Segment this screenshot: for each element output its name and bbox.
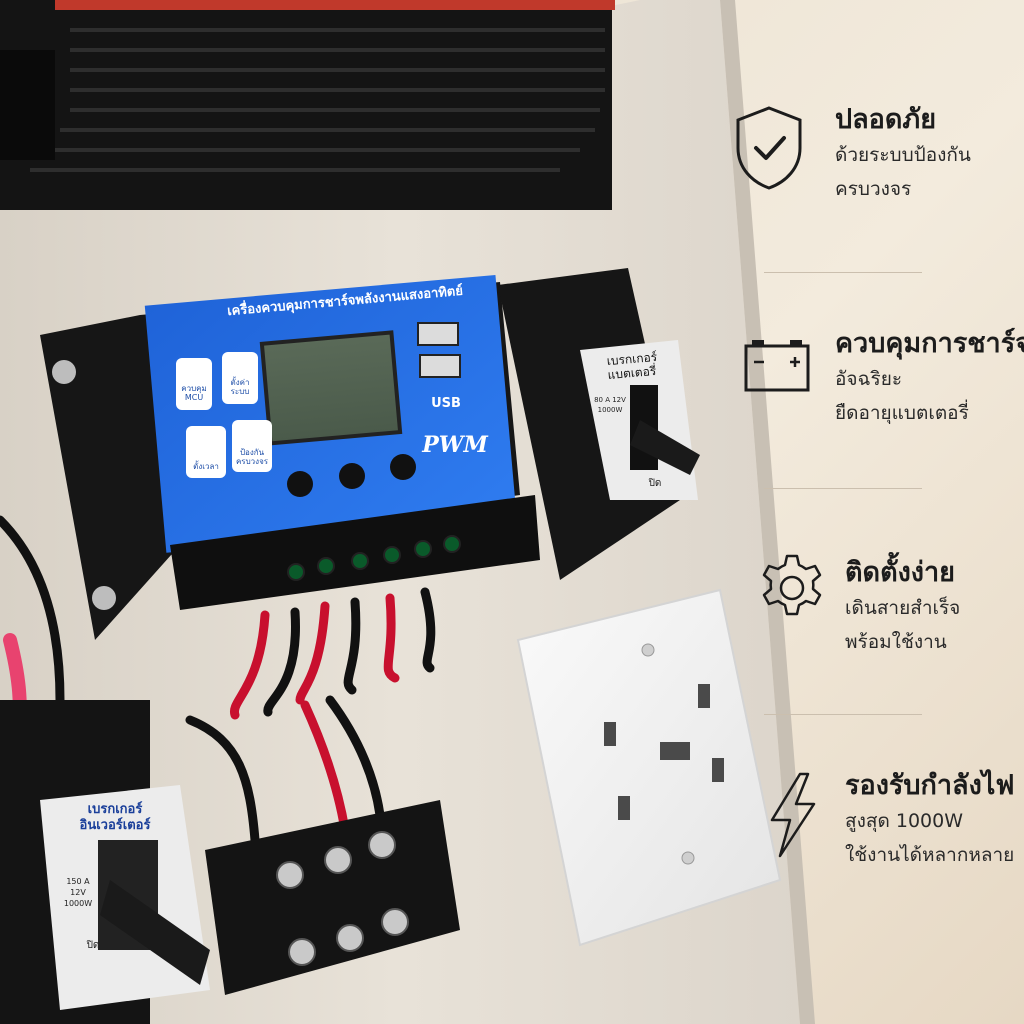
inverter-breaker-off: ปิด xyxy=(86,940,100,951)
setting-button-label: ตั้งค่า ระบบ xyxy=(230,378,250,396)
feature-line: ยืดอายุแบตเตอรี่ xyxy=(835,402,969,424)
feature-title: ควบคุมการชาร์จ xyxy=(835,328,1024,359)
feature-line: สูงสุด 1000W xyxy=(845,810,963,832)
terminal-block xyxy=(205,800,460,995)
feature-line: อัจฉริยะ xyxy=(835,368,903,390)
feature-power-support: รองรับกำลังไฟ สูงสุด 1000W ใช้งานได้หลาก… xyxy=(845,768,1014,872)
wall-socket xyxy=(516,588,782,947)
feature-easy-install: ติดตั้งง่าย เดินสายสำเร็จ พร้อมใช้งาน xyxy=(845,555,960,659)
battery-breaker xyxy=(498,268,700,580)
feature-title: รองรับกำลังไฟ xyxy=(845,770,1015,801)
inverter-breaker-spec: 150 A 12V 1000W xyxy=(63,877,93,908)
charge-controller xyxy=(40,275,540,640)
timer-button-label: ตั้งเวลา xyxy=(193,462,219,471)
gear-icon xyxy=(756,552,828,628)
mcu-button-label: ควบคุม MCU xyxy=(181,384,207,402)
shield-check-icon xyxy=(732,104,806,196)
inverter-breaker xyxy=(0,700,210,1024)
feature-line: ด้วยระบบป้องกัน xyxy=(835,144,971,166)
divider xyxy=(764,714,922,715)
feature-line: ใช้งานได้หลากหลาย xyxy=(845,844,1015,866)
usb-label: USB xyxy=(431,396,461,411)
divider xyxy=(764,272,922,273)
divider xyxy=(764,488,922,489)
feature-title: ติดตั้งง่าย xyxy=(845,557,955,588)
battery-breaker-spec: 80 A 12V 1000W xyxy=(594,396,626,414)
protect-button-label: ป้องกัน ครบวงจร xyxy=(235,448,269,466)
battery-icon xyxy=(742,336,812,400)
feature-line: พร้อมใช้งาน xyxy=(845,631,947,653)
feature-charge-control: ควบคุมการชาร์จ อัจฉริยะ ยืดอายุแบตเตอรี่ xyxy=(835,326,1024,430)
feature-safety: ปลอดภัย ด้วยระบบป้องกัน ครบวงจร xyxy=(835,102,971,206)
feature-line: ครบวงจร xyxy=(835,178,912,200)
inverter-breaker-title-2: อินเวอร์เตอร์ xyxy=(79,818,151,833)
pwm-label: PWM xyxy=(422,432,488,458)
lightning-icon xyxy=(764,770,822,864)
inverter xyxy=(0,0,615,210)
feature-title: ปลอดภัย xyxy=(835,104,937,135)
inverter-breaker-title-1: เบรกเกอร์ xyxy=(87,802,143,817)
battery-breaker-off: ปิด xyxy=(648,478,662,489)
feature-line: เดินสายสำเร็จ xyxy=(845,597,961,619)
